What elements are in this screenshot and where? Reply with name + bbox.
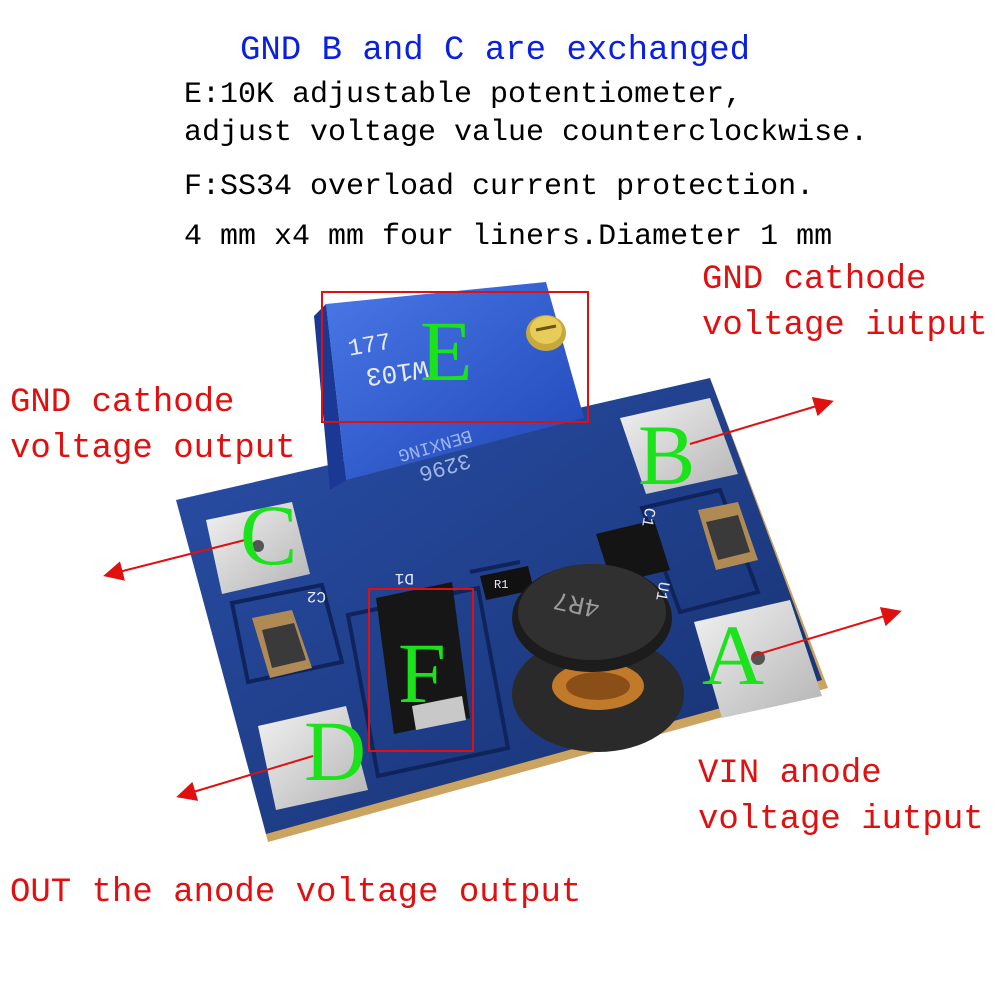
label-d: OUT the anode voltage output [10, 874, 582, 912]
label-c-line1: GND cathode [10, 384, 235, 422]
pad-c [206, 502, 310, 594]
note-e-line2: adjust voltage value counterclockwise. [184, 116, 869, 150]
capacitor-c1 [698, 502, 758, 570]
pad-d [258, 706, 368, 810]
pad-b [620, 398, 738, 494]
label-a-line1: VIN anode [698, 755, 882, 793]
silk-u1: U1 [651, 580, 672, 602]
inductor [512, 564, 684, 752]
diode-ss34 [376, 582, 470, 734]
arrow-c [103, 539, 246, 581]
silk-c2: C2 [307, 587, 326, 605]
note-f: F:SS34 overload current protection. [184, 170, 815, 204]
highlight-box-e [321, 291, 589, 423]
arrow-a [751, 607, 902, 657]
marker-b: B [638, 407, 696, 503]
label-a-line2: voltage iutput [698, 801, 984, 839]
marker-e: E [420, 303, 473, 399]
silk-d1: D1 [395, 569, 414, 587]
arrow-d [176, 755, 314, 801]
marker-d: D [304, 703, 367, 799]
label-b-line2: voltage iutput [702, 307, 988, 345]
marker-f: F [398, 625, 446, 721]
marker-a: A [702, 607, 765, 703]
marker-c: C [240, 487, 298, 583]
note-size: 4 mm x4 mm four liners.Diameter 1 mm [184, 220, 833, 254]
silk-c1: C1 [637, 506, 658, 528]
resistor-r1 [480, 566, 534, 600]
note-e-line1: E:10K adjustable potentiometer, [184, 78, 743, 112]
silk-r1: R1 [494, 578, 508, 592]
label-c-line2: voltage output [10, 430, 296, 468]
capacitor-c2 [252, 610, 312, 678]
title-note: GND B and C are exchanged [240, 32, 751, 70]
label-b-line1: GND cathode [702, 261, 927, 299]
arrow-b [689, 397, 834, 445]
highlight-box-f [368, 588, 474, 752]
